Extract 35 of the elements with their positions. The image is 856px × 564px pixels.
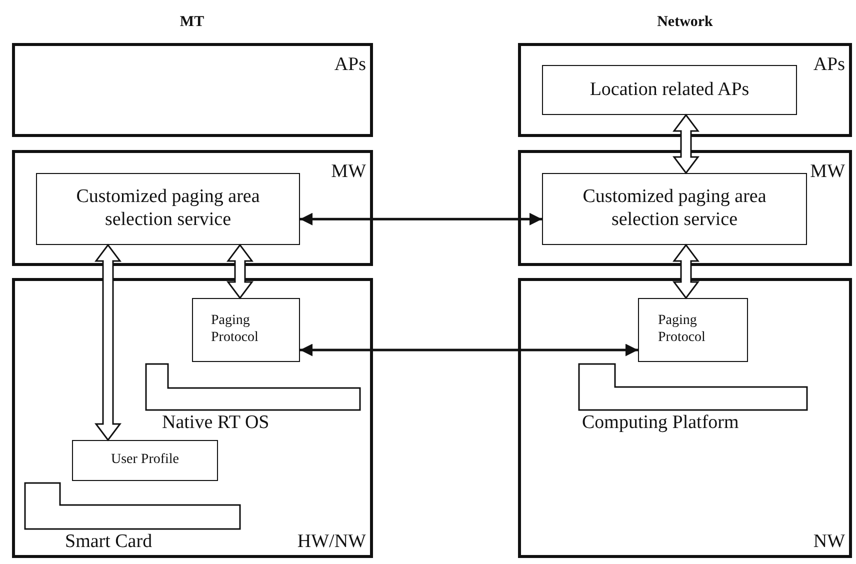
- layer-panel: [518, 43, 852, 137]
- layer-panel: [12, 43, 373, 137]
- layer-label: HW/NW: [297, 531, 366, 553]
- column-heading: MT: [180, 14, 204, 31]
- arrow: [300, 344, 638, 356]
- box-label: Location related APs: [588, 78, 750, 102]
- block-arrow: [672, 244, 700, 300]
- layer-panel: [12, 150, 373, 266]
- box-label: Customized paging area selection service: [582, 186, 768, 232]
- box-label: Customized paging area selection service: [75, 186, 261, 232]
- layer-label: MW: [810, 161, 845, 183]
- box-label: Paging Protocol: [658, 313, 706, 347]
- layer-label: MW: [331, 161, 366, 183]
- block-arrow: [672, 114, 700, 174]
- platform-label: Native RT OS: [162, 412, 270, 434]
- layer-panel: [518, 278, 852, 558]
- platform-label: Computing Platform: [582, 412, 739, 434]
- layer-panel: [12, 278, 373, 558]
- block-arrow: [94, 244, 122, 442]
- component-box: [36, 173, 300, 245]
- layer-label: NW: [813, 531, 845, 553]
- component-box: [542, 65, 797, 115]
- layer-label: APs: [813, 54, 845, 76]
- component-box: [542, 173, 807, 245]
- block-arrow: [226, 244, 254, 300]
- component-box: [638, 298, 748, 362]
- box-label: Paging Protocol: [211, 313, 260, 347]
- box-label: User Profile: [110, 452, 180, 469]
- component-box: [192, 298, 300, 362]
- platform-label: Smart Card: [65, 531, 152, 553]
- layer-label: APs: [334, 54, 366, 76]
- column-heading: Network: [657, 14, 713, 31]
- arrow: [300, 212, 542, 226]
- component-box: [72, 440, 218, 481]
- layer-panel: [518, 150, 852, 266]
